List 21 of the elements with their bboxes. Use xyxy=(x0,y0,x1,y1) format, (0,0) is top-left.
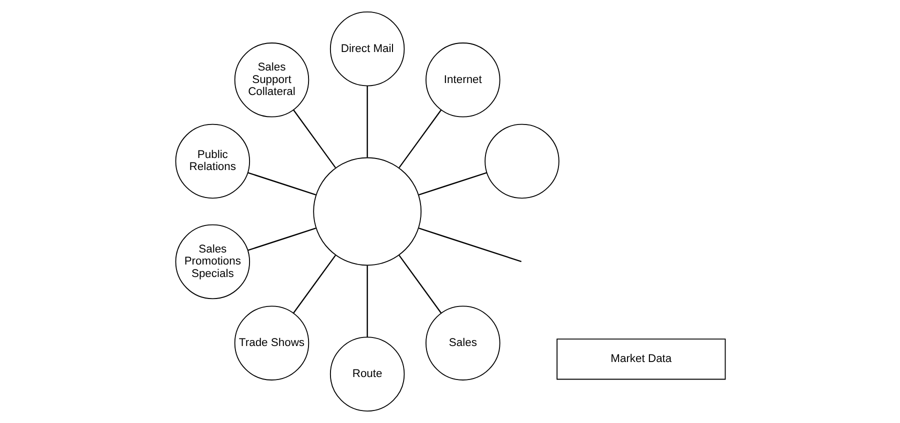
node-circle xyxy=(484,124,559,199)
connector xyxy=(366,86,368,158)
connector xyxy=(247,228,316,251)
node-circle: Sales Support Collateral xyxy=(234,42,309,118)
connector xyxy=(418,228,522,262)
node-circle: Sales xyxy=(425,306,500,380)
node-circle: Trade Shows xyxy=(234,306,309,380)
connector xyxy=(418,172,486,196)
connector xyxy=(292,110,336,168)
node-circle: Public Relations xyxy=(174,124,250,199)
connector xyxy=(292,254,336,314)
connector xyxy=(398,110,442,168)
node-box: Market Data xyxy=(556,338,726,380)
node-circle: Sales Promotions Specials xyxy=(174,224,250,300)
connector xyxy=(398,254,442,314)
node-circle: Internet xyxy=(425,42,500,118)
node-circle: Direct Mail xyxy=(329,11,404,86)
node-circle: Route xyxy=(329,336,404,412)
node-circle xyxy=(312,157,422,266)
connector xyxy=(247,172,316,196)
connector xyxy=(366,266,368,338)
